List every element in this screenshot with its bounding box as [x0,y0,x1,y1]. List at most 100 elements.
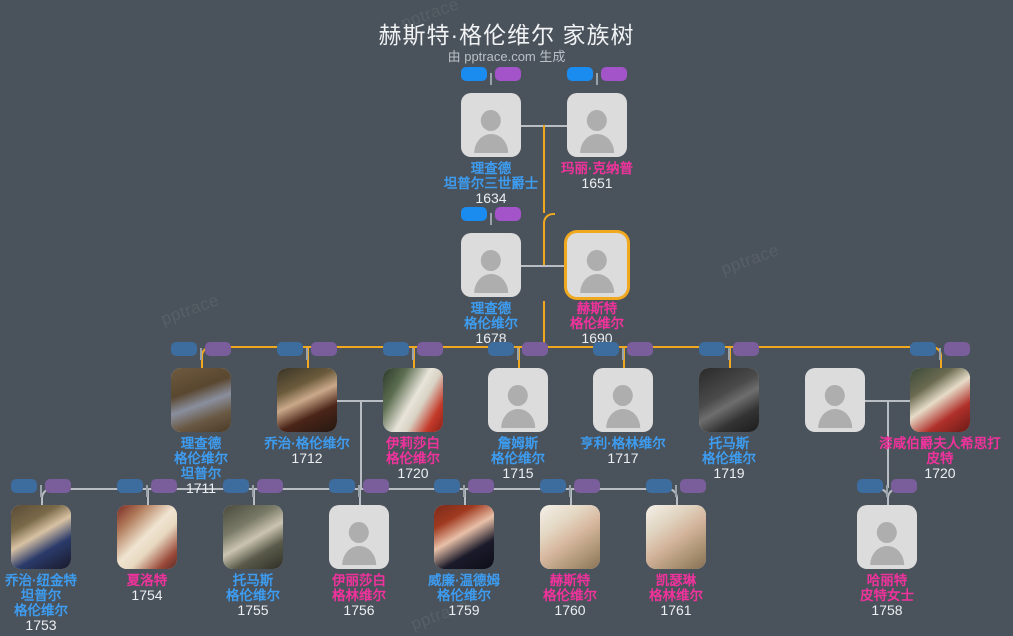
person-portrait[interactable] [223,505,283,569]
badge-blue-icon[interactable] [329,479,355,493]
person-node[interactable] [461,233,521,297]
person-node[interactable] [593,368,653,432]
badge-blue-icon[interactable] [383,342,409,356]
badge-purple-icon[interactable] [495,67,521,81]
node-badge-pair[interactable] [434,479,494,497]
node-badge-pair[interactable] [461,67,521,85]
badge-blue-icon[interactable] [488,342,514,356]
person-portrait[interactable] [117,505,177,569]
badge-blue-icon[interactable] [434,479,460,493]
badge-blue-icon[interactable] [11,479,37,493]
person-birth-year: 1754 [131,587,163,604]
person-portrait[interactable] [434,505,494,569]
person-name: 理查德 [470,301,512,316]
node-badge-pair[interactable] [171,342,231,360]
person-node[interactable] [646,505,706,569]
person-node[interactable] [699,368,759,432]
badge-purple-icon[interactable] [944,342,970,356]
badge-purple-icon[interactable] [601,67,627,81]
person-node[interactable] [434,505,494,569]
person-silhouette-icon [567,93,627,157]
avatar-placeholder-icon[interactable] [593,368,653,432]
avatar-placeholder-icon[interactable] [805,368,865,432]
badge-purple-icon[interactable] [522,342,548,356]
portrait-child-pale-2 [646,505,706,569]
badge-blue-icon[interactable] [567,67,593,81]
badge-purple-icon[interactable] [891,479,917,493]
badge-blue-icon[interactable] [910,342,936,356]
badge-blue-icon[interactable] [171,342,197,356]
person-portrait[interactable] [540,505,600,569]
badge-purple-icon[interactable] [363,479,389,493]
avatar-placeholder-icon[interactable] [567,233,627,297]
badge-blue-icon[interactable] [117,479,143,493]
person-portrait[interactable] [277,368,337,432]
person-node[interactable] [488,368,548,432]
badge-purple-icon[interactable] [574,479,600,493]
person-node[interactable] [567,233,627,297]
node-badge-pair[interactable] [277,342,337,360]
person-node[interactable] [329,505,389,569]
badge-purple-icon[interactable] [417,342,443,356]
person-node[interactable] [540,505,600,569]
person-portrait[interactable] [383,368,443,432]
badge-purple-icon[interactable] [627,342,653,356]
person-node[interactable] [910,368,970,432]
node-badge-pair[interactable] [329,479,389,497]
badge-purple-icon[interactable] [733,342,759,356]
avatar-placeholder-icon[interactable] [461,93,521,157]
avatar-placeholder-icon[interactable] [488,368,548,432]
badge-blue-icon[interactable] [277,342,303,356]
person-portrait[interactable] [11,505,71,569]
person-portrait[interactable] [699,368,759,432]
node-badge-pair[interactable] [699,342,759,360]
badge-purple-icon[interactable] [257,479,283,493]
node-badge-pair[interactable] [383,342,443,360]
badge-purple-icon[interactable] [205,342,231,356]
node-badge-pair[interactable] [910,342,970,360]
person-birth-year: 1717 [607,450,639,467]
badge-purple-icon[interactable] [45,479,71,493]
person-node[interactable] [171,368,231,432]
node-badge-pair[interactable] [488,342,548,360]
badge-stem [622,348,624,360]
node-badge-pair[interactable] [461,207,521,225]
person-portrait[interactable] [646,505,706,569]
badge-purple-icon[interactable] [468,479,494,493]
person-node[interactable] [223,505,283,569]
person-node[interactable] [805,368,865,432]
person-node[interactable] [277,368,337,432]
badge-blue-icon[interactable] [461,207,487,221]
badge-purple-icon[interactable] [680,479,706,493]
badge-blue-icon[interactable] [593,342,619,356]
person-node[interactable] [117,505,177,569]
node-badge-pair[interactable] [11,479,71,497]
person-node[interactable] [11,505,71,569]
person-node[interactable] [461,93,521,157]
badge-blue-icon[interactable] [461,67,487,81]
avatar-placeholder-icon[interactable] [461,233,521,297]
avatar-placeholder-icon[interactable] [567,93,627,157]
person-node[interactable] [567,93,627,157]
node-badge-pair[interactable] [646,479,706,497]
badge-blue-icon[interactable] [646,479,672,493]
badge-blue-icon[interactable] [699,342,725,356]
node-badge-pair[interactable] [567,67,627,85]
badge-purple-icon[interactable] [311,342,337,356]
badge-blue-icon[interactable] [857,479,883,493]
badge-blue-icon[interactable] [223,479,249,493]
avatar-placeholder-icon[interactable] [329,505,389,569]
node-badge-pair[interactable] [223,479,283,497]
avatar-placeholder-icon[interactable] [857,505,917,569]
node-badge-pair[interactable] [857,479,917,497]
badge-purple-icon[interactable] [151,479,177,493]
badge-purple-icon[interactable] [495,207,521,221]
badge-blue-icon[interactable] [540,479,566,493]
person-node[interactable] [857,505,917,569]
person-portrait[interactable] [910,368,970,432]
person-node[interactable] [383,368,443,432]
node-badge-pair[interactable] [117,479,177,497]
node-badge-pair[interactable] [540,479,600,497]
person-portrait[interactable] [171,368,231,432]
node-badge-pair[interactable] [593,342,653,360]
